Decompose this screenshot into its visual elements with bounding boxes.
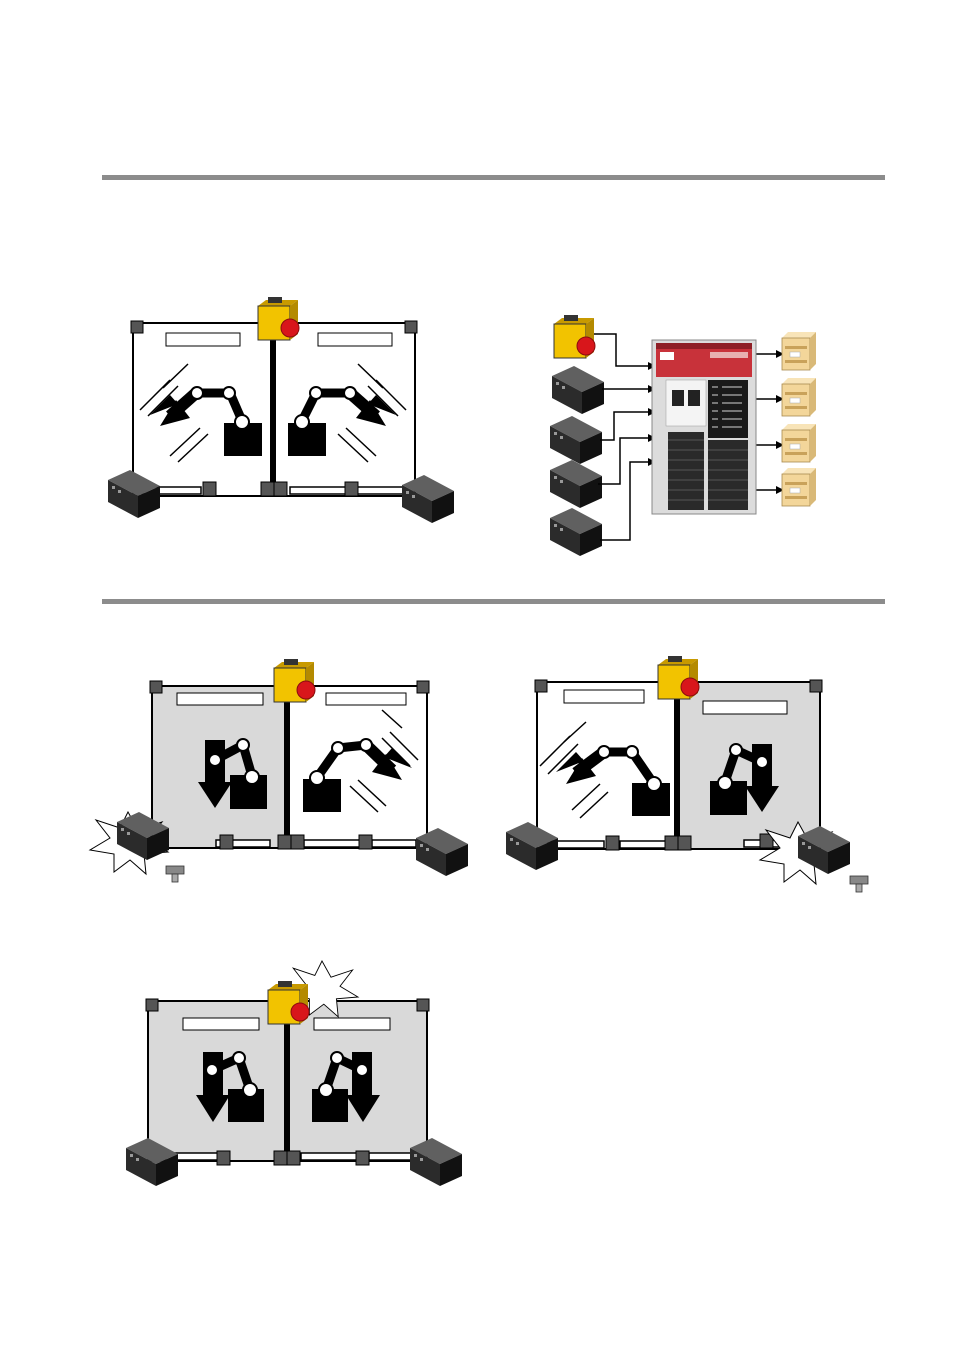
input-door-switch-2-icon (550, 416, 602, 464)
emergency-stop-icon (274, 659, 315, 702)
contactor-3-icon (782, 424, 816, 462)
cell-label-left (166, 333, 240, 346)
input-door-switch-4-icon (550, 508, 602, 556)
door-switch-left-icon (506, 822, 558, 870)
door-switch-right-icon (402, 475, 454, 523)
safety-controller (652, 340, 756, 514)
input-door-switch-3-icon (550, 460, 602, 508)
actuator-key-left-icon (166, 866, 184, 882)
robot-arm-left-active (540, 722, 670, 818)
emergency-stop-icon (658, 656, 699, 699)
input-door-switch-1-icon (552, 366, 604, 414)
door-switch-right-icon (410, 1138, 462, 1186)
scenario-right-door-open (506, 656, 868, 892)
input-emergency-stop-icon (554, 315, 595, 358)
emergency-stop-pressed-icon (268, 981, 309, 1024)
cell-label-right (318, 333, 392, 346)
overview-work-cell (108, 297, 454, 523)
controller-wiring-diagram (550, 315, 816, 556)
door-switch-right-icon (416, 828, 468, 876)
emergency-stop-icon (258, 297, 299, 340)
actuator-key-right-icon (850, 876, 868, 892)
robot-arm-right-active (303, 710, 418, 812)
contactor-4-icon (782, 468, 816, 506)
contactor-2-icon (782, 378, 816, 416)
contactor-1-icon (782, 332, 816, 370)
scenario-emergency-stop (126, 961, 462, 1186)
section-rule-top (102, 175, 885, 180)
scenario-left-door-open (90, 659, 468, 882)
section-rule-middle (102, 599, 885, 604)
